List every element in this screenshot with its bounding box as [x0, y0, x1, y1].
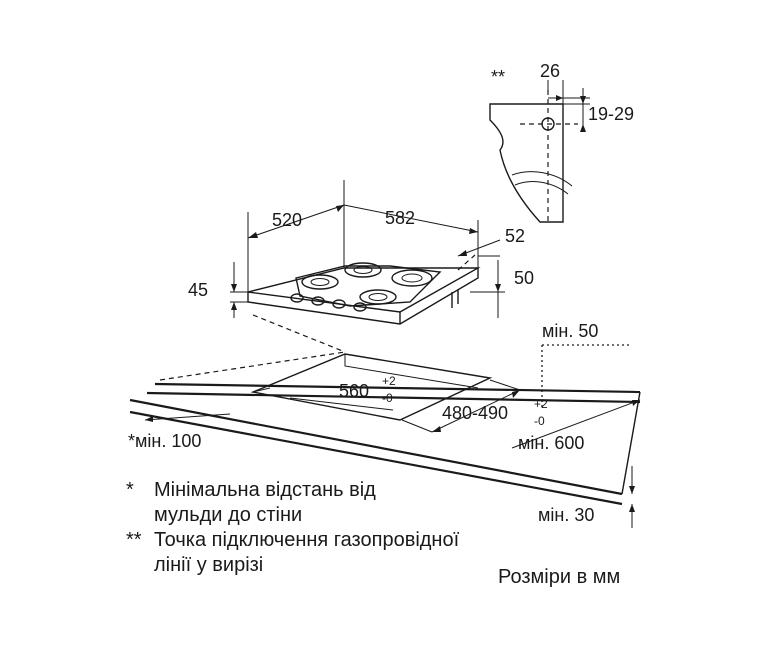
gas-offset-label: 52 [505, 226, 525, 246]
hob-width-label: 582 [385, 208, 415, 228]
gas-height-label: 50 [514, 268, 534, 288]
detail-width-label: 26 [540, 61, 560, 81]
cutout-width-tol-minus: -0 [382, 391, 393, 405]
min-back-label: мін. 50 [542, 321, 598, 341]
units-label: Розміри в мм [498, 566, 621, 588]
detail-height-label: 19-29 [588, 104, 634, 124]
footnote-text: Мінімальна відстань від мульди до стіни [154, 479, 376, 526]
footnote-wall-distance: * Мінімальна відстань від мульди до стін… [126, 478, 686, 528]
hob-height-label: 45 [188, 280, 208, 300]
cutout-depth-tol-plus: +2 [534, 397, 548, 411]
cutout-depth-tol-minus: -0 [534, 414, 545, 428]
cutout-depth-label: 480-490 [442, 403, 508, 423]
cutout-width-label: 560 [339, 381, 369, 401]
footnotes: * Мінімальна відстань від мульди до стін… [126, 478, 686, 578]
worktop-dimension-lines [144, 344, 641, 528]
hob-drawing [247, 262, 481, 325]
hob-dimension-lines [230, 180, 505, 318]
min-side-label: мін. 600 [518, 433, 584, 453]
footnote-text: Точка підключення газопровідної лінії у … [154, 529, 460, 576]
hob-depth-label: 520 [272, 210, 302, 230]
gas-connection-detail [489, 80, 590, 223]
worktop-drawing [129, 314, 641, 506]
detail-marker-label: ** [491, 67, 505, 87]
cutout-width-tol-plus: +2 [382, 374, 396, 388]
footnote-gas-connection: ** Точка підключення газопровідної лінії… [126, 528, 686, 578]
min-thickness-label: мін. 30 [538, 505, 594, 525]
footnote-mark: ** [126, 529, 142, 551]
min-wall-label: *мін. 100 [128, 431, 201, 451]
footnote-mark: * [126, 479, 134, 501]
